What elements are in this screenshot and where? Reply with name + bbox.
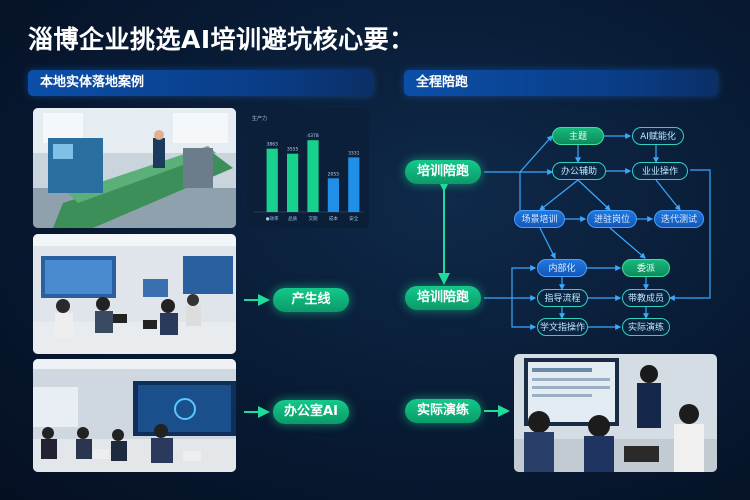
classroom-photo — [33, 234, 236, 354]
category-label: 安全 — [349, 215, 358, 222]
bar-value-label: 3331 — [348, 150, 360, 156]
bar-value-label: 3863 — [266, 142, 278, 148]
node-iter-test: 迭代测试 — [654, 210, 704, 228]
pill-production-line: 产生线 — [273, 288, 349, 312]
pill-training-top: 培训陪跑 — [405, 160, 481, 184]
category-label: 成本 — [329, 215, 338, 222]
category-label: 交期 — [309, 215, 318, 222]
presentation-photo — [514, 354, 717, 472]
bar-1 — [286, 153, 299, 212]
factory-line-photo — [33, 108, 236, 228]
node-team-member: 带教成员 — [622, 289, 670, 307]
node-guide-process: 指导流程 — [537, 289, 588, 307]
node-internalize: 内部化 — [537, 259, 587, 277]
category-label: ●效率 — [266, 215, 279, 222]
node-practice-drill: 实际演练 — [622, 318, 670, 336]
category-label: 品质 — [288, 215, 297, 222]
section-label: 全程陪跑 — [416, 75, 469, 90]
bar-value-label: 3555 — [287, 147, 299, 153]
section-label: 本地实体落地案例 — [40, 75, 145, 90]
node-office-assist: 办公辅助 — [552, 162, 606, 180]
pill-training-mid: 培训陪跑 — [405, 286, 481, 310]
section-header-accompany: 全程陪跑 — [404, 70, 718, 96]
chart-title: 生产力 — [252, 115, 267, 122]
flow-lines — [484, 133, 711, 330]
bar-2 — [307, 140, 319, 212]
pill-practice: 实际演练 — [405, 399, 481, 423]
pill-office-ai: 办公室AI — [273, 400, 349, 424]
node-biz-ops: 业业操作 — [632, 162, 688, 180]
bar-value-label: 4378 — [307, 133, 319, 139]
page-title: 淄博企业挑选AI培训避坑核心要： — [28, 25, 415, 54]
bar-chart: 生产力 3863 ●效率 3555 品质 4378 交期 2055 成本 3331 安全 — [246, 108, 369, 228]
node-entrust: 委派 — [622, 259, 670, 277]
node-main-topic: 主题 — [552, 127, 604, 145]
bar-0 — [266, 148, 278, 212]
bar-4 — [348, 157, 360, 212]
section-header-local-cases: 本地实体落地案例 — [28, 70, 373, 96]
office-ai-photo — [33, 359, 236, 472]
node-train-group: 场景培训 — [514, 210, 565, 228]
bar-value-label: 2055 — [328, 171, 340, 177]
productivity-chart: 生产力 3863 ●效率 3555 品质 4378 交期 2055 成本 3331 安全 — [246, 108, 369, 228]
node-ai-enable: AI赋能化 — [632, 127, 684, 145]
node-learn-ops: 学文指操作 — [537, 318, 588, 336]
bar-3 — [327, 178, 340, 212]
node-advance-pos: 进驻岗位 — [587, 210, 637, 228]
